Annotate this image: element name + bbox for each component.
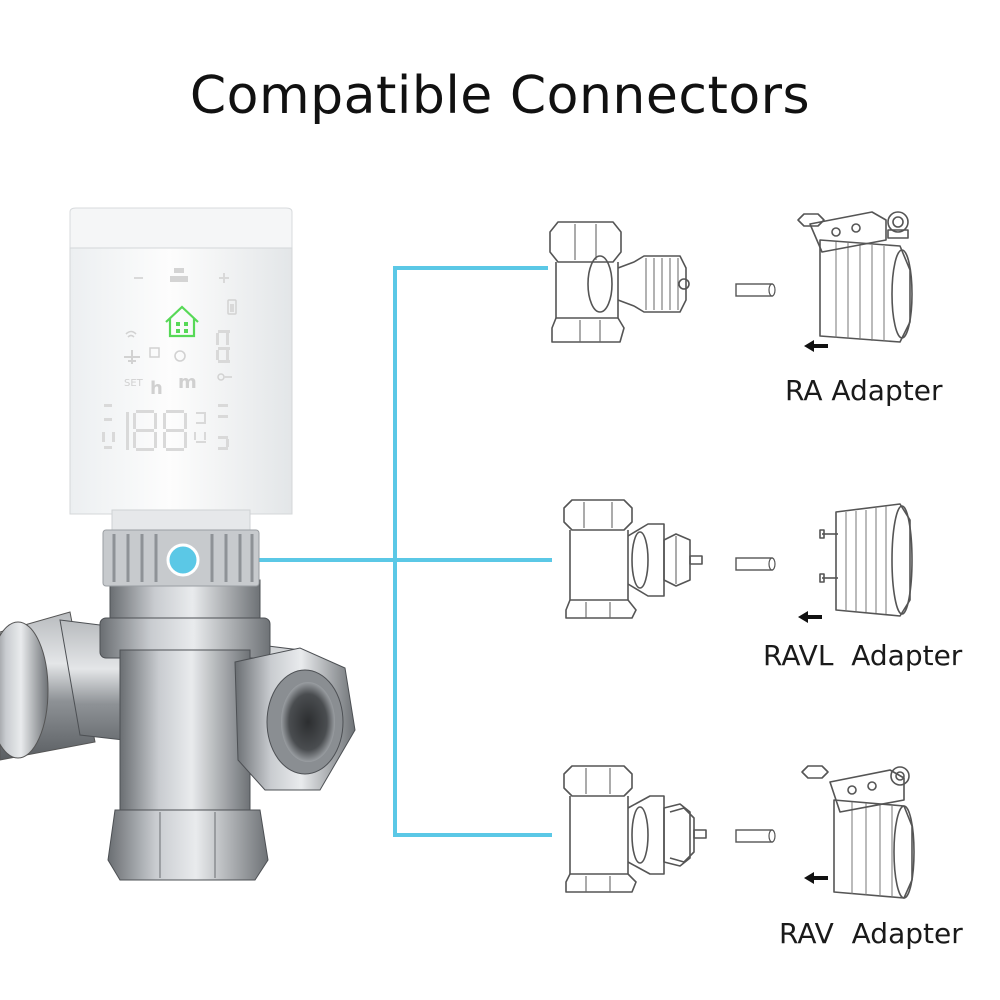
wifi-icon [125, 330, 137, 338]
arrow-icon [804, 340, 828, 352]
ravl-adapter-drawing [819, 503, 913, 617]
plus-indicator [219, 273, 229, 283]
mode-box-indicator [149, 347, 160, 358]
ravl-adapter-label: RAVL Adapter [763, 639, 963, 672]
arrow-icon [804, 872, 828, 884]
arrow-icon [798, 611, 822, 623]
ravl-valve-drawing [563, 499, 703, 619]
house-icon [165, 305, 199, 338]
set-indicator: SET [124, 378, 144, 389]
radiator-valve-icon [170, 268, 188, 282]
ra-pin [735, 283, 776, 297]
page-title: Compatible Connectors [189, 66, 811, 126]
thermostat: SET h m [69, 207, 293, 587]
ravl-pin [735, 557, 776, 571]
rav-adapter-label: RAV Adapter [779, 917, 963, 950]
minus-indicator [134, 277, 143, 279]
ra-adapter-label: RA Adapter [785, 374, 943, 407]
left-column-segments [102, 404, 115, 449]
right-column-segments [216, 330, 232, 450]
hours-indicator: h [150, 378, 163, 399]
rav-pin [735, 829, 776, 843]
ra-adapter-drawing [797, 211, 913, 343]
thermostat-display: SET h m [102, 268, 237, 451]
main-digit-display [126, 410, 206, 451]
rav-adapter-drawing [801, 765, 915, 899]
valve-body [0, 579, 356, 881]
refresh-indicator [174, 350, 186, 362]
rav-valve-drawing [563, 765, 707, 893]
minutes-indicator: m [178, 372, 197, 393]
connection-point-marker [166, 543, 200, 577]
connector-line-trunk [393, 266, 552, 837]
ra-valve-drawing [549, 221, 690, 343]
battery-icon [227, 299, 237, 315]
airplane-icon [124, 350, 140, 364]
